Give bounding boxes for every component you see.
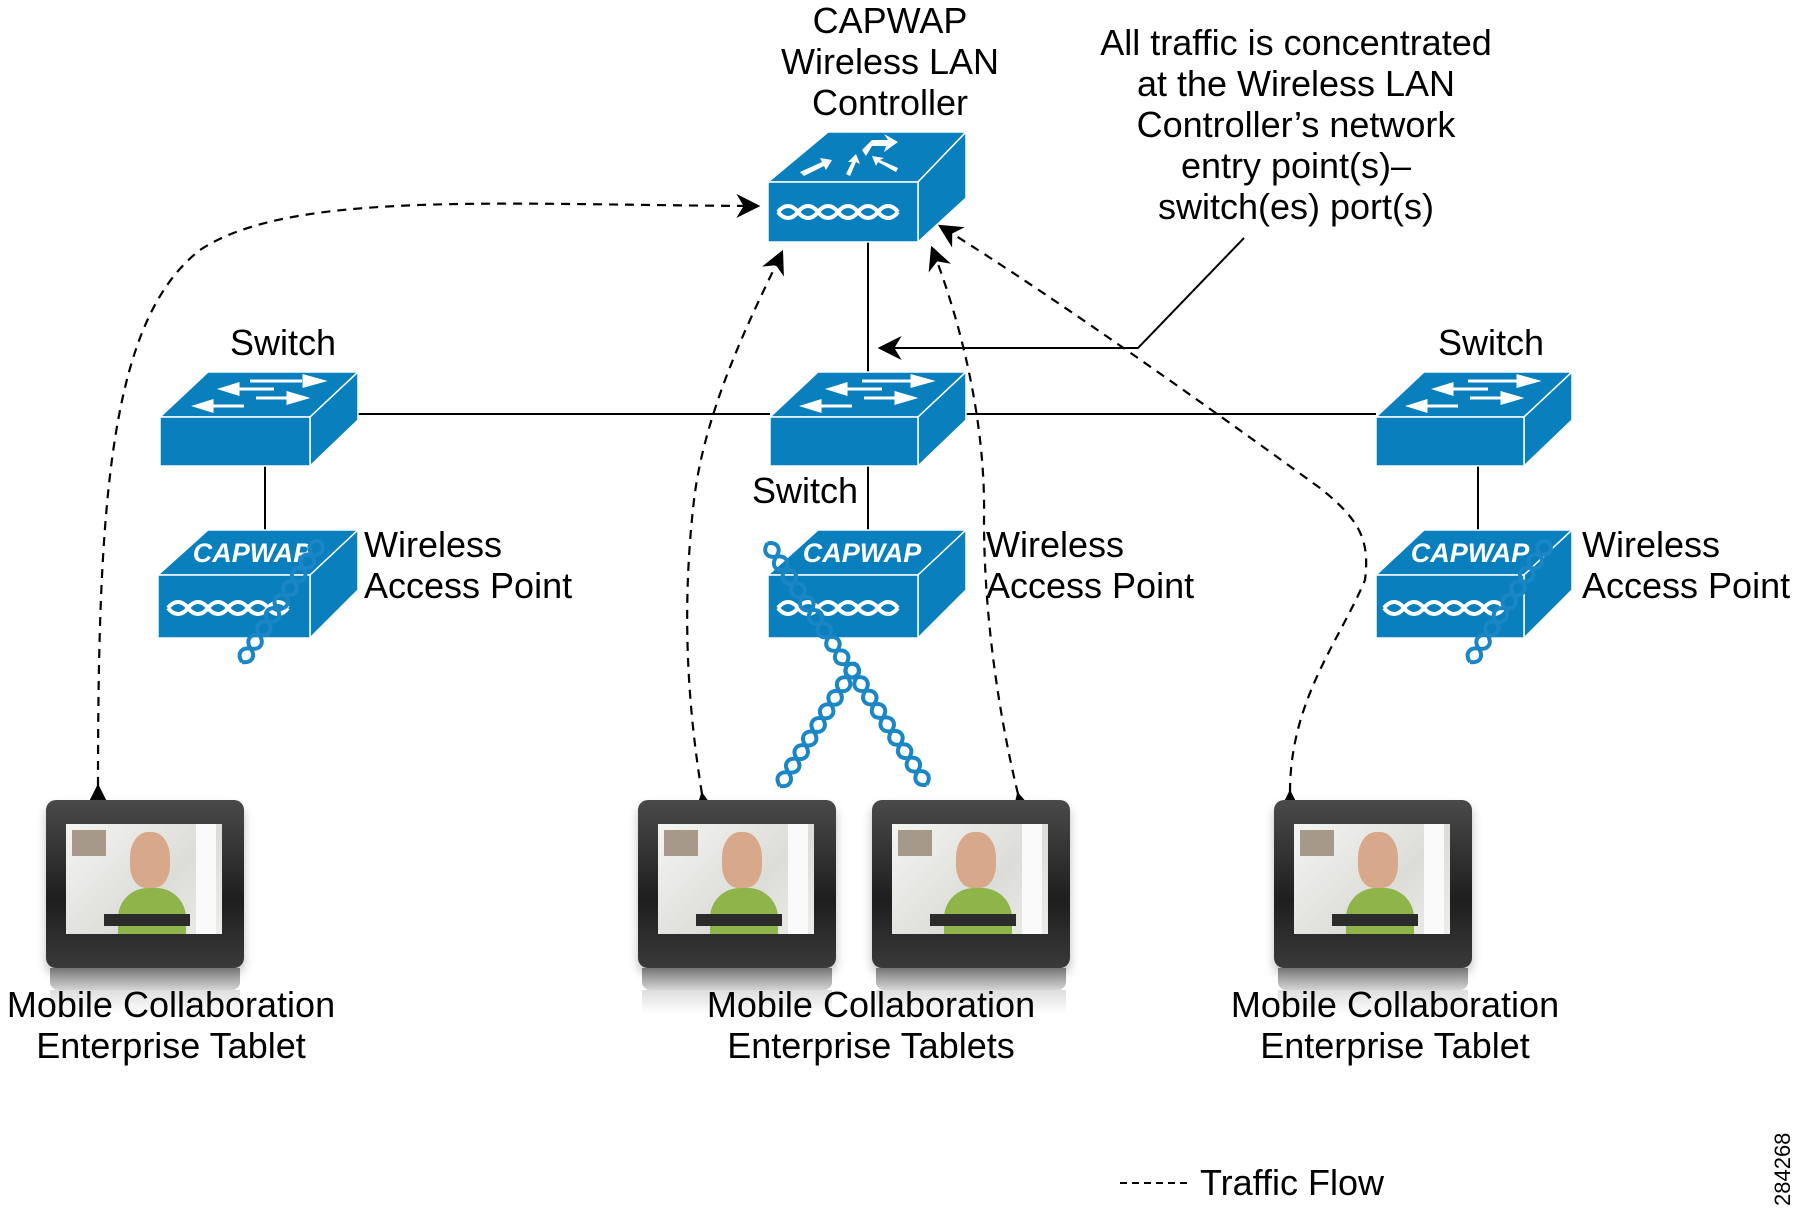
ap-label-line: Access Point [986, 565, 1195, 606]
ap-right-label: Wireless Access Point [1582, 524, 1790, 606]
ap-badge-center: CAPWAP [803, 538, 922, 568]
annotation-line: entry point(s)– [1180, 145, 1412, 186]
tablet-center-1[interactable] [638, 800, 836, 1015]
switch-center-label: Switch [752, 470, 859, 511]
switch-left-label: Switch [230, 322, 337, 363]
traffic-flow-center-right [928, 245, 1035, 818]
tablet-label-line: Enterprise Tablet [36, 1025, 306, 1066]
tablet-label-line: Mobile Collaboration [706, 984, 1036, 1025]
ap-center-label: Wireless Access Point [986, 524, 1194, 606]
ap-badge-left: CAPWAP [193, 538, 312, 568]
ap-label-line: Wireless [986, 524, 1125, 565]
tablet-screen [66, 824, 222, 934]
switch-left[interactable] [158, 370, 360, 468]
annotation-line: switch(es) port(s) [1157, 186, 1435, 227]
tablet-screen [892, 824, 1048, 934]
traffic-flow-center-left [686, 249, 784, 818]
tablet-label-line: Enterprise Tablets [727, 1025, 1015, 1066]
switch-center[interactable] [768, 370, 968, 468]
traffic-flows [85, 193, 1368, 818]
tablet-screen [658, 824, 814, 934]
ap-label-line: Wireless [1582, 524, 1721, 565]
annotation-line: All traffic is concentrated [1100, 22, 1492, 63]
traffic-flow-right [937, 224, 1368, 814]
tablet-center-2[interactable] [872, 800, 1070, 1015]
tablet-label-line: Mobile Collaboration [6, 984, 336, 1025]
controller-label-line: Controller [811, 82, 969, 123]
figure-id: 284268 [1770, 1132, 1795, 1206]
tablet-right[interactable] [1274, 800, 1472, 1015]
controller-label-line: Wireless LAN [780, 41, 1000, 82]
ap-label-line: Access Point [1582, 565, 1791, 606]
annotation-line: at the Wireless LAN [1136, 63, 1456, 104]
tablet-left[interactable] [46, 800, 244, 1015]
ap-badge-right: CAPWAP [1411, 538, 1530, 568]
legend-label: Traffic Flow [1200, 1162, 1385, 1203]
tablet-center-label: Mobile Collaboration Enterprise Tablets [700, 984, 1042, 1066]
tablet-label-line: Enterprise Tablet [1260, 1025, 1530, 1066]
switch-arrows-icon [798, 374, 936, 414]
tablet-screen [1294, 824, 1450, 934]
ap-left-label: Wireless Access Point [364, 524, 572, 606]
switch-right[interactable] [1374, 370, 1574, 468]
switch-arrows-icon [1404, 374, 1542, 414]
controller-arrows-icon [800, 134, 898, 176]
ap-label-line: Access Point [364, 565, 573, 606]
controller-label: CAPWAP Wireless LAN Controller [740, 0, 1040, 123]
tablet-left-label: Mobile Collaboration Enterprise Tablet [0, 984, 342, 1066]
wireless-lan-controller[interactable] [765, 130, 968, 244]
annotation-text: All traffic is concentrated at the Wirel… [1066, 22, 1526, 227]
ap-label-line: Wireless [364, 524, 503, 565]
switch-right-label: Switch [1438, 322, 1545, 363]
controller-label-line: CAPWAP [812, 0, 968, 41]
annotation-line: Controller’s network [1136, 104, 1456, 145]
tablet-right-label: Mobile Collaboration Enterprise Tablet [1224, 984, 1566, 1066]
traffic-flow-left [85, 193, 761, 808]
tablet-label-line: Mobile Collaboration [1230, 984, 1560, 1025]
